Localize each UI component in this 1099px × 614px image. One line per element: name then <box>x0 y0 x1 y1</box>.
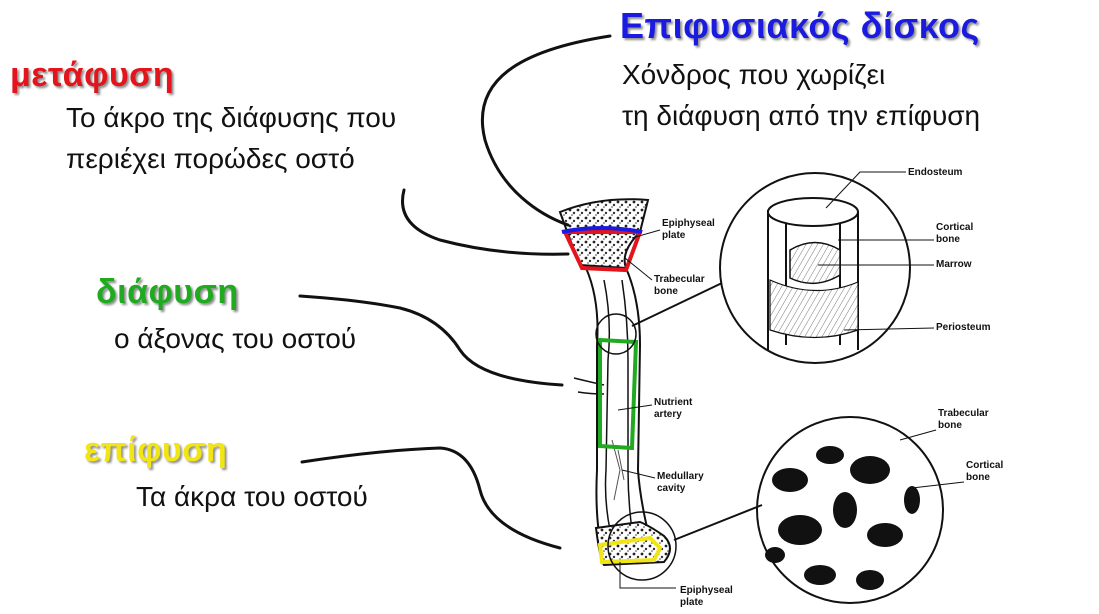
label-nutrient-artery: Nutrientartery <box>654 397 692 421</box>
label-medullary-cavity: Medullarycavity <box>657 471 704 495</box>
label-epiphyseal-plate-top: Epiphysealplate <box>662 218 715 242</box>
label-trabecular-bone: Trabecularbone <box>654 274 705 298</box>
physis-desc-line1: Χόνδρος που χωρίζει <box>622 58 885 92</box>
epiphysis-desc-line1: Τα άκρα του οστού <box>136 480 368 514</box>
metaphysis-leader <box>403 190 569 254</box>
spongy-magnification <box>757 417 943 603</box>
label-periosteum: Periosteum <box>936 322 990 334</box>
label-trabecular-bone-b: Trabecularbone <box>938 408 989 432</box>
bone-shaft <box>586 268 650 540</box>
diaphysis-title: διάφυση <box>96 274 239 310</box>
physis-title: Επιφυσιακός δίσκος <box>620 8 980 44</box>
label-endosteum: Endosteum <box>908 167 962 179</box>
metaphysis-desc-line1: Το άκρο της διάφυσης που <box>66 101 396 135</box>
label-epiphyseal-plate-bottom: Epiphysealplate <box>680 585 733 609</box>
shaft-magnification <box>720 173 910 363</box>
epiphysis-title: επίφυση <box>84 432 227 468</box>
label-marrow: Marrow <box>936 259 972 271</box>
label-cortical-bone: Corticalbone <box>936 222 973 246</box>
metaphysis-title: μετάφυση <box>10 57 174 93</box>
metaphysis-desc-line2: περιέχει πορώδες οστό <box>66 142 355 176</box>
physis-desc-line2: τη διάφυση από την επίφυση <box>622 99 980 133</box>
physis-leader <box>482 36 610 225</box>
diaphysis-desc-line1: ο άξονας του οστού <box>114 322 356 356</box>
label-cortical-bone-b: Corticalbone <box>966 460 1003 484</box>
